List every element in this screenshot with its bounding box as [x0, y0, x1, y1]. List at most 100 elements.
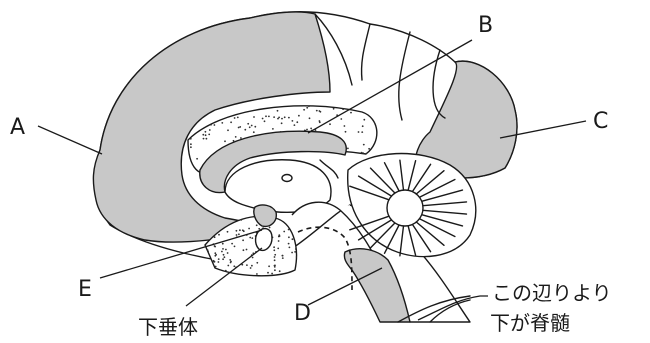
stipple-dot: [273, 246, 275, 248]
label-d: D: [294, 301, 311, 326]
stipple-dot: [358, 131, 360, 133]
stipple-dot: [233, 265, 235, 267]
stipple-dot: [234, 117, 236, 119]
stipple-dot: [209, 270, 211, 272]
stipple-dot: [282, 255, 284, 257]
stipple-dot: [239, 126, 241, 128]
stipple-dot: [284, 276, 286, 278]
stipple-dot: [368, 148, 370, 150]
stipple-dot: [363, 144, 365, 146]
stipple-dot: [279, 270, 281, 272]
stipple-dot: [289, 247, 291, 249]
stipple-dot: [316, 110, 318, 112]
stipple-dot: [225, 249, 227, 251]
stipple-dot: [209, 129, 211, 131]
stipple-dot: [282, 257, 284, 259]
stipple-dot: [256, 273, 258, 275]
stipple-dot: [237, 117, 239, 119]
stipple-dot: [218, 258, 220, 260]
label-pituitary: 下垂体: [138, 315, 198, 339]
stipple-dot: [218, 261, 220, 263]
stipple-dot: [296, 266, 298, 268]
stipple-dot: [277, 248, 279, 250]
stipple-dot: [361, 131, 363, 133]
stipple-dot: [345, 131, 347, 133]
stipple-dot: [206, 138, 208, 140]
stipple-dot: [288, 229, 290, 231]
stipple-dot: [347, 148, 349, 150]
stipple-dot: [362, 125, 364, 127]
stipple-dot: [273, 249, 275, 251]
stipple-dot: [269, 227, 271, 229]
stipple-dot: [217, 272, 219, 274]
stipple-dot: [333, 108, 335, 110]
stipple-dot: [224, 256, 226, 258]
stipple-dot: [202, 134, 204, 136]
stipple-dot: [214, 236, 216, 238]
stipple-dot: [230, 262, 232, 264]
stipple-dot: [268, 265, 270, 267]
stipple-dot: [274, 276, 276, 278]
stipple-dot: [277, 278, 279, 280]
stipple-dot: [218, 234, 220, 236]
stipple-dot: [256, 262, 258, 264]
stipple-dot: [208, 134, 210, 136]
stipple-dot: [225, 270, 227, 272]
stipple-dot: [350, 112, 352, 114]
label-e: E: [78, 277, 92, 302]
stipple-dot: [222, 258, 224, 260]
stipple-dot: [299, 253, 301, 255]
stipple-dot: [229, 259, 231, 261]
stipple-dot: [320, 111, 322, 113]
stipple-dot: [319, 121, 321, 123]
stipple-dot: [281, 122, 283, 124]
stipple-dot: [249, 126, 251, 128]
stipple-dot: [213, 261, 215, 263]
stipple-dot: [274, 256, 276, 258]
stipple-dot: [246, 249, 248, 251]
stipple-dot: [239, 229, 241, 231]
stipple-dot: [299, 271, 301, 273]
stipple-dot: [251, 265, 253, 267]
stipple-dot: [278, 234, 280, 236]
stipple-dot: [298, 278, 300, 280]
stipple-dot: [236, 234, 238, 236]
stipple-dot: [272, 128, 274, 130]
stipple-dot: [227, 231, 229, 233]
stipple-dot: [250, 267, 252, 269]
stipple-dot: [340, 118, 342, 120]
stipple-dot: [268, 276, 270, 278]
stipple-dot: [344, 125, 346, 127]
stipple-dot: [242, 239, 244, 241]
stipple-dot: [234, 246, 236, 248]
stipple-dot: [253, 116, 255, 118]
stipple-dot: [298, 115, 300, 117]
stipple-dot: [231, 243, 233, 245]
stipple-dot: [221, 122, 223, 124]
cerebellum-center: [387, 190, 423, 226]
stipple-dot: [224, 140, 226, 142]
stipple-dot: [246, 264, 248, 266]
stipple-dot: [227, 252, 229, 254]
label-c: C: [593, 109, 608, 134]
pituitary-gland: [256, 229, 272, 251]
stipple-dot: [294, 124, 296, 126]
stipple-dot: [262, 277, 264, 279]
stipple-dot: [190, 143, 192, 145]
stipple-dot: [249, 237, 251, 239]
stipple-dot: [267, 272, 269, 274]
stipple-dot: [274, 259, 276, 261]
stipple-dot: [216, 271, 218, 273]
stipple-dot: [262, 118, 264, 120]
stipple-dot: [292, 238, 294, 240]
stipple-dot: [296, 121, 298, 123]
label-note-line2: 下が脊髄: [490, 311, 570, 335]
stipple-dot: [298, 250, 300, 252]
stipple-dot: [236, 230, 238, 232]
stipple-dot: [288, 117, 290, 119]
stipple-dot: [222, 274, 224, 276]
stipple-dot: [274, 254, 276, 256]
stipple-dot: [329, 123, 331, 125]
stipple-dot: [214, 255, 216, 257]
